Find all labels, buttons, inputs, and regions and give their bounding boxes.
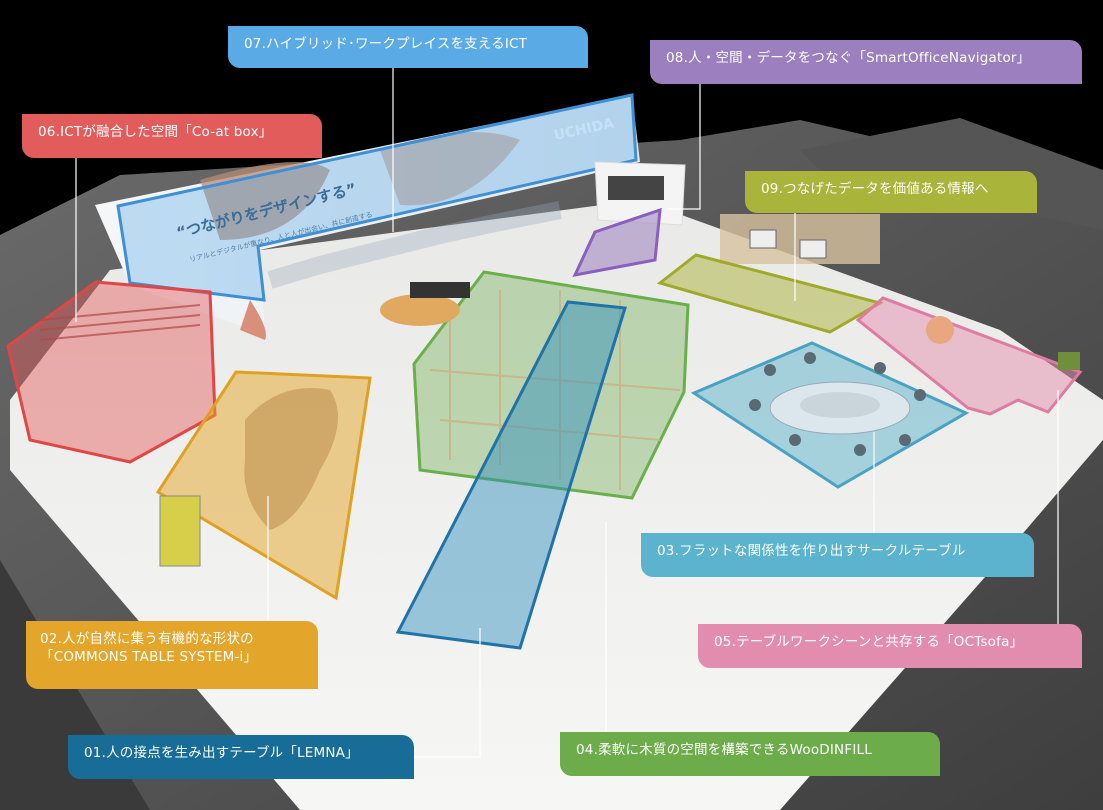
- area-oct-sofa: [855, 296, 1083, 416]
- callout-03-circle-table: 03.フラットな関係性を作り出すサークルテーブル: [641, 533, 1034, 577]
- callout-02-line2: 「COMMONS TABLE SYSTEM-i」: [40, 649, 258, 666]
- callout-01-lemna: 01.人の接点を生み出すテーブル「LEMNA」: [68, 735, 414, 779]
- callout-08-smart-office-navigator: 08.人・空間・データをつなぐ「SmartOfficeNavigator」: [650, 40, 1082, 84]
- callout-07-ict: 07.ハイブリッド･ワークプレイスを支えるICT: [228, 26, 588, 68]
- callout-02-commons-table: 02.人が自然に集う有機的な形状の 「COMMONS TABLE SYSTEM-…: [26, 621, 318, 689]
- callout-06-co-at-box: 06.ICTが融合した空間「Co-at box」: [22, 114, 322, 158]
- callout-leader-lines: [75, 68, 1059, 758]
- center-meeting-table: [380, 282, 470, 326]
- callout-04-woodinfill: 04.柔軟に木質の空間を構築できるWooDINFILL: [560, 732, 940, 776]
- callout-09-data-value: 09.つなげたデータを価値ある情報へ: [745, 171, 1037, 213]
- area-commons-table: [155, 370, 372, 601]
- area-smart-office-navigator: [572, 161, 686, 278]
- callout-05-oct-sofa: 05.テーブルワークシーンと共存する「OCTsofa」: [698, 624, 1082, 668]
- area-ict-wall: [116, 93, 638, 302]
- area-lemna-table: [395, 300, 627, 650]
- area-circle-table: [690, 341, 970, 489]
- callout-02-line1: 02.人が自然に集う有機的な形状の: [40, 631, 254, 647]
